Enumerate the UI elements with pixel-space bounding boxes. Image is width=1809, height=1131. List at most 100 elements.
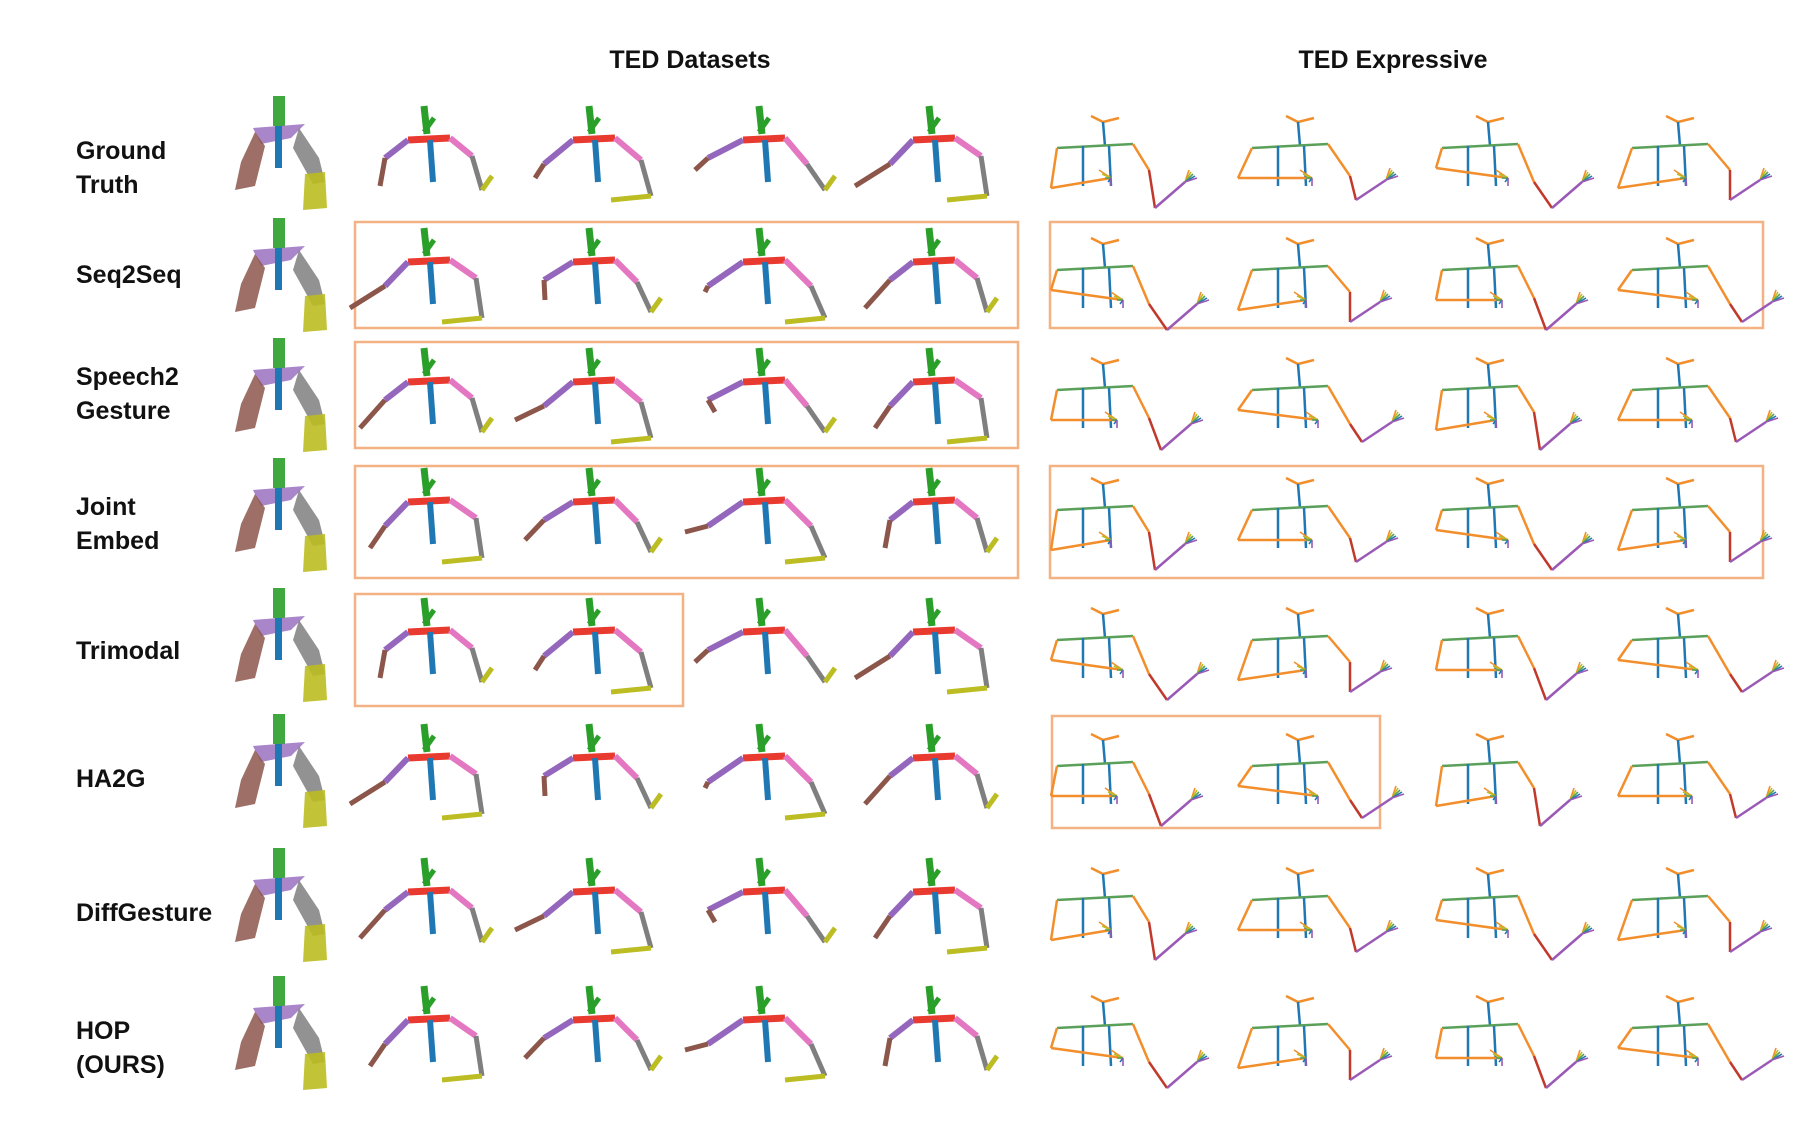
row-label-line: Speech2	[76, 363, 179, 391]
head-segment	[1102, 238, 1120, 246]
shoulder-segment	[1631, 384, 1709, 392]
shoulder-segment	[407, 1014, 451, 1024]
row-label-line: HOP	[76, 1017, 131, 1045]
neck-segment	[1486, 121, 1492, 147]
pose-figure	[684, 467, 828, 565]
spine-segment	[932, 261, 941, 305]
right-forearm	[638, 651, 654, 689]
pose-figure	[1616, 114, 1773, 202]
left-upper-arm	[1616, 1027, 1634, 1049]
neck-segment	[1486, 363, 1492, 389]
right-upper-arm	[1131, 265, 1151, 305]
head-segment	[1297, 868, 1315, 876]
right-hand-link	[1545, 303, 1577, 331]
left-upper-arm	[1616, 269, 1634, 291]
left-upper-arm	[1049, 269, 1059, 291]
neck-segment	[1296, 243, 1302, 269]
spine-blob	[275, 248, 282, 290]
spine-segment	[592, 631, 601, 675]
head-segment	[1665, 476, 1679, 486]
trunk-segment	[1107, 637, 1113, 679]
head-segment	[1090, 732, 1104, 742]
spine-segment	[427, 261, 436, 305]
left-upper-arm	[888, 755, 915, 779]
spine-segment	[592, 891, 601, 935]
right-forearm	[978, 397, 990, 439]
left-upper-arm	[1434, 899, 1444, 921]
finger-segment	[1385, 537, 1399, 543]
left-arm-blob	[235, 750, 265, 808]
trunk-segment	[1682, 267, 1688, 309]
head-segment	[1665, 732, 1679, 742]
finger-segment	[1196, 669, 1210, 675]
finger-segment	[1575, 299, 1589, 305]
right-upper-arm	[448, 257, 478, 281]
head-segment	[1677, 116, 1695, 124]
finger-segment	[1771, 1055, 1785, 1061]
neck-segment	[926, 238, 942, 256]
left-upper-arm	[1236, 899, 1254, 931]
pose-smear	[235, 714, 327, 828]
pose-figure	[1049, 476, 1198, 571]
right-forearm	[1147, 921, 1157, 961]
head-blob	[273, 588, 285, 618]
head-segment	[1487, 734, 1505, 742]
neck-segment	[1101, 739, 1107, 765]
pose-figure	[1236, 114, 1399, 202]
right-hand-link	[1551, 543, 1583, 571]
header-ted-datasets: TED Datasets	[609, 46, 771, 74]
neck-segment	[1676, 363, 1682, 389]
shoulder-segment	[572, 496, 616, 506]
right-upper-arm	[953, 627, 983, 651]
shoulder-segment	[912, 134, 956, 144]
left-upper-arm	[1236, 509, 1254, 541]
spine-segment	[932, 891, 941, 935]
right-forearm	[804, 654, 828, 684]
neck-segment	[1296, 873, 1302, 899]
left-forearm	[872, 914, 893, 940]
right-forearm	[638, 911, 654, 949]
left-forearm	[1435, 166, 1509, 180]
head-segment	[1677, 478, 1695, 486]
left-forearm	[702, 284, 711, 294]
spine-blob	[275, 744, 282, 786]
neck-segment	[421, 868, 437, 886]
finger-segment	[1569, 419, 1583, 425]
left-forearm	[348, 283, 387, 311]
head-segment	[1487, 478, 1505, 486]
shoulder-segment	[1441, 634, 1519, 642]
head-segment	[1285, 236, 1299, 246]
pose-figure	[872, 347, 990, 445]
head-blob	[273, 458, 285, 488]
pose-figure	[853, 105, 990, 203]
right-upper-arm	[953, 257, 979, 281]
hand-segment	[479, 174, 495, 192]
finger-segment	[1184, 539, 1198, 545]
pose-figure	[367, 467, 485, 565]
right-forearm	[473, 773, 485, 815]
right-hand-link	[1539, 799, 1571, 827]
neck-segment	[1486, 483, 1492, 509]
right-forearm	[804, 914, 828, 944]
left-forearm	[1050, 928, 1112, 942]
spine-segment	[932, 1019, 941, 1063]
pose-figure	[1049, 236, 1210, 331]
neck-segment	[1676, 1001, 1682, 1027]
right-forearm	[638, 401, 654, 439]
finger-segment	[1391, 793, 1405, 799]
left-forearm	[367, 1042, 388, 1068]
right-upper-arm	[1706, 1023, 1732, 1063]
row-label-line: Embed	[76, 527, 160, 555]
pose-figure	[358, 347, 495, 434]
pose-figure	[523, 467, 664, 554]
neck-segment	[1676, 243, 1682, 269]
neck-segment	[926, 478, 942, 496]
trunk-segment	[1302, 507, 1308, 549]
neck-segment	[1296, 739, 1302, 765]
spine-segment	[592, 381, 601, 425]
shoulder-segment	[1441, 894, 1519, 902]
head-segment	[1677, 868, 1695, 876]
neck-segment	[756, 116, 772, 134]
shoulder-segment	[1631, 760, 1709, 768]
pose-figure	[1434, 994, 1589, 1089]
